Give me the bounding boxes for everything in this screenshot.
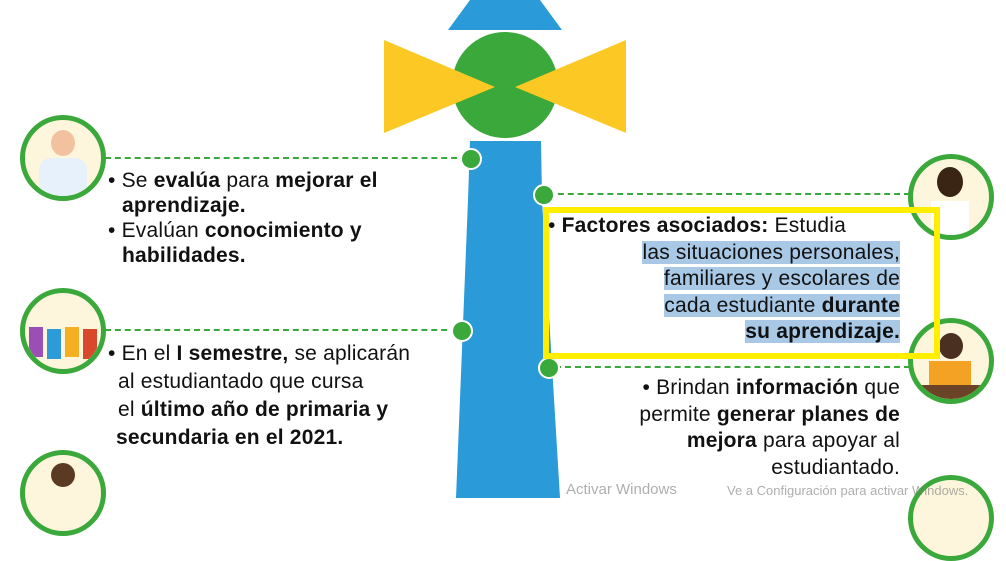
yellow-right-triangle	[515, 40, 626, 133]
avatar-girl-reading	[908, 318, 994, 404]
left-text-block-1: • Se evalúa para mejorar el aprendizaje.…	[108, 169, 378, 267]
connector-dot	[538, 357, 560, 379]
connector-dot	[460, 148, 482, 170]
yellow-left-triangle	[384, 40, 495, 133]
connector-line	[105, 329, 457, 331]
connector-line	[555, 366, 910, 368]
right-text-block-1: • Factores asociados: Estudia las situac…	[548, 214, 900, 343]
blue-column	[456, 141, 560, 498]
connector-line	[548, 193, 910, 195]
central-figure	[384, 0, 626, 498]
connector-line	[105, 157, 467, 159]
highlight-box	[543, 207, 940, 359]
green-circle	[452, 32, 558, 138]
windows-activation-subtitle: Ve a Configuración para activar Windows.	[727, 483, 969, 498]
left-text-block-2: • En el I semestre, se aplicarán al estu…	[108, 342, 411, 449]
avatar-student	[20, 450, 106, 536]
avatar-students-group	[20, 288, 106, 374]
connector-dot	[451, 320, 473, 342]
blue-top-trapezoid	[448, 0, 562, 30]
connector-dot	[533, 184, 555, 206]
right-text-block-2: • Brindan información que permite genera…	[639, 376, 900, 479]
avatar-girl-student	[908, 154, 994, 240]
windows-activation-title: Activar Windows	[566, 481, 677, 498]
avatar-teacher-writing	[20, 115, 106, 201]
